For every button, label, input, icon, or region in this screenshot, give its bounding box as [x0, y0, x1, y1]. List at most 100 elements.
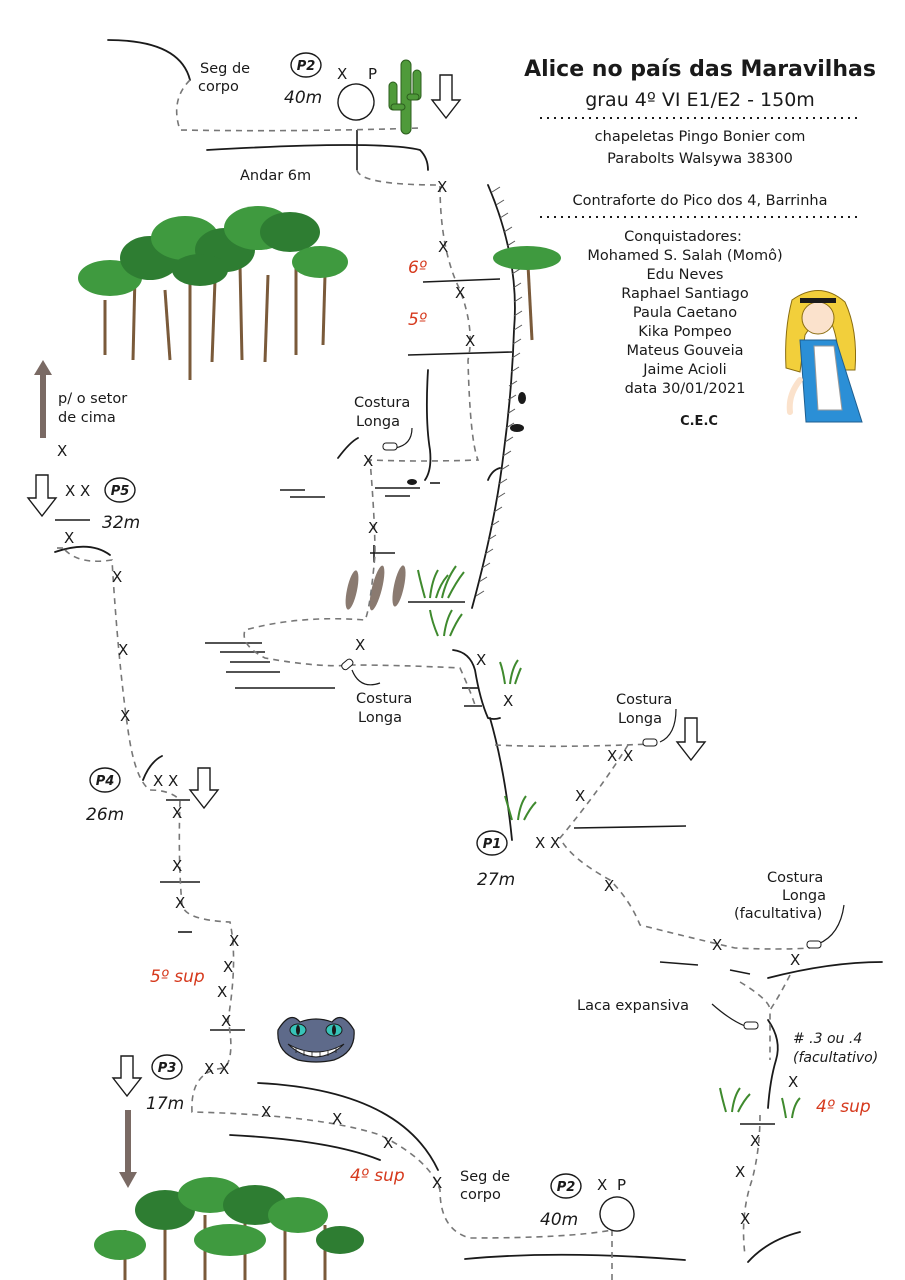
station-length: 27m — [477, 870, 515, 890]
bolt-marker: X — [172, 804, 182, 822]
station-p2-bottom: P2 40m — [540, 1173, 635, 1232]
route-title: Alice no país das Maravilhas — [524, 57, 876, 82]
bolt-marker: X — [455, 284, 465, 302]
station-label: P3 — [158, 1061, 177, 1076]
station-length: 17m — [146, 1094, 184, 1114]
bolts: X P X X X X X X X X X X X X X X X X X X … — [57, 65, 800, 1228]
conqueror-name: Paula Caetano — [633, 305, 737, 321]
laca-label: Laca expansiva — [577, 998, 689, 1014]
conqueror-name: Edu Neves — [647, 267, 724, 283]
bolt-marker: X — [80, 482, 90, 500]
bolt-marker: X — [437, 178, 447, 196]
station-label: P1 — [483, 837, 502, 852]
bolt-marker: X — [153, 772, 163, 790]
bolt-marker: X — [476, 651, 486, 669]
piton-marker: P — [368, 65, 377, 83]
bolt-marker: X — [607, 747, 617, 765]
down-arrow-icon — [430, 74, 462, 120]
station-length: 40m — [540, 1210, 578, 1230]
bolt-marker: X — [112, 568, 122, 586]
station-label: P4 — [96, 774, 115, 789]
costura-longa-3-line1: Costura — [616, 692, 672, 708]
grade-6: 6º — [408, 258, 427, 278]
seg-corpo-top-line1: Seg de — [200, 61, 250, 77]
bolt-marker: X — [261, 1103, 271, 1121]
sector-arrows — [34, 360, 137, 1188]
bolt-marker: X — [363, 452, 373, 470]
wall-hatching — [475, 186, 523, 597]
costura-longa-2-line1: Costura — [356, 691, 412, 707]
bolt-marker: X — [750, 1132, 760, 1150]
costura-longa-fac-line1: Costura — [767, 870, 823, 886]
club-label: C.E.C — [680, 414, 718, 429]
bolt-marker: X — [172, 857, 182, 875]
bolt-marker: X — [217, 983, 227, 1001]
quickdraw-icon — [806, 940, 822, 949]
bolt-marker: X — [712, 936, 722, 954]
bolt-marker: X — [790, 951, 800, 969]
station-label: P2 — [557, 1180, 576, 1195]
conqueror-name: Mohamed S. Salah (Momô) — [587, 248, 782, 264]
bolt-marker: X — [118, 641, 128, 659]
bolt-marker: X — [57, 442, 67, 460]
bolt-marker: X — [465, 332, 475, 350]
cam-note-line2: (facultativo) — [793, 1050, 878, 1066]
bolt-marker: X — [575, 787, 585, 805]
forest-top-left-icon — [78, 206, 348, 380]
bolt-marker: X — [788, 1073, 798, 1091]
bolt-marker: X — [337, 65, 347, 83]
andar-label: Andar 6m — [240, 168, 311, 184]
bolt-marker: X — [229, 932, 239, 950]
down-arrow-icon — [188, 767, 220, 810]
costura-longa-2-line2: Longa — [358, 710, 402, 726]
station-label: P5 — [111, 484, 130, 499]
stations: P2 40m P5 32m P4 26m P3 17m P1 27m P2 40… — [86, 52, 635, 1232]
costura-longa-fac-line3: (facultativa) — [734, 906, 822, 922]
bolt-marker: X — [535, 834, 545, 852]
bolt-marker: X — [550, 834, 560, 852]
station-p5: P5 32m — [102, 477, 140, 533]
grade-4-sup-right: 4º sup — [816, 1097, 871, 1117]
bolt-marker: X — [223, 958, 233, 976]
quickdraw-icons — [341, 442, 822, 1030]
location: Contraforte do Pico dos 4, Barrinha — [573, 193, 828, 209]
leader-lines — [351, 427, 845, 1027]
conqueror-name: Jaime Acioli — [642, 362, 726, 378]
setor-cima-line1: p/ o setor — [58, 391, 127, 407]
down-arrow-icon — [111, 1055, 143, 1098]
bolt-marker: X — [368, 519, 378, 537]
bolt-marker: X — [64, 529, 74, 547]
bolt-marker: X — [120, 707, 130, 725]
bolt-marker: X — [168, 772, 178, 790]
station-length: 26m — [86, 805, 124, 825]
bolt-marker: X — [332, 1110, 342, 1128]
bolt-marker: X — [432, 1174, 442, 1192]
station-p4: P4 26m — [86, 767, 124, 825]
cam-note-line1: # .3 ou .4 — [793, 1031, 862, 1047]
bolt-marker: X — [604, 877, 614, 895]
grade-5: 5º — [408, 310, 427, 330]
cheshire-cat-illustration — [277, 1016, 355, 1063]
down-arrow-icon — [119, 1110, 137, 1188]
equipment-line-1: chapeletas Pingo Bonier com — [595, 129, 806, 145]
anchor-loop — [337, 83, 375, 121]
topo-header: Alice no país das Maravilhas grau 4º VI … — [524, 57, 876, 429]
date-label: data 30/01/2021 — [625, 381, 746, 397]
bolt-marker: X — [355, 636, 365, 654]
costura-longa-3-line2: Longa — [618, 711, 662, 727]
bolt-marker: X — [383, 1134, 393, 1152]
quickdraw-icon — [341, 658, 354, 671]
bolt-marker: X — [219, 1060, 229, 1078]
station-length: 40m — [284, 88, 322, 108]
rappel-arrows — [26, 74, 707, 1098]
costura-longa-1-line2: Longa — [356, 414, 400, 430]
setor-cima-line2: de cima — [58, 410, 116, 426]
bolt-marker: X — [623, 747, 633, 765]
up-arrow-icon — [34, 360, 52, 438]
station-p3: P3 17m — [146, 1054, 184, 1114]
quickdraw-icon — [743, 1021, 759, 1030]
alice-illustration — [785, 290, 863, 423]
grass-icon — [417, 565, 801, 1119]
grades: 6º 5º 5º sup 4º sup 4º sup — [150, 258, 871, 1186]
forest-bottom-icon — [94, 1177, 364, 1280]
